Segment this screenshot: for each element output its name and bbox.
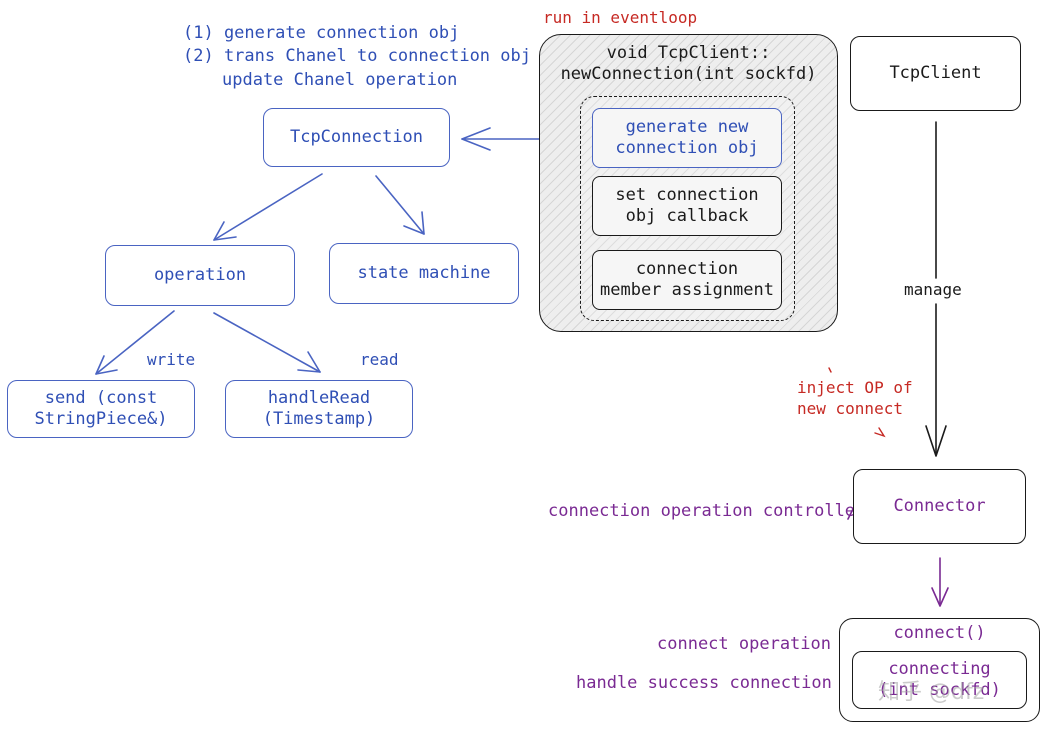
node-tcpclient: TcpClient [850, 36, 1021, 111]
label-controller: connection operation controller [548, 501, 866, 521]
arrow-operation-to-send [95, 310, 175, 375]
node-send: send (const StringPiece&) [7, 380, 195, 438]
node-operation: operation [105, 245, 295, 306]
label-connect-operation: connect operation [657, 634, 831, 654]
node-newconnection-title: void TcpClient:: newConnection(int sockf… [560, 42, 817, 84]
node-connect-title: connect() [893, 623, 986, 644]
note-step2b: update Chanel operation [222, 70, 458, 90]
node-member-assignment: connection member assignment [592, 250, 782, 310]
label-write: write [147, 350, 196, 369]
node-connector: Connector [853, 469, 1026, 544]
arrow-tcpconnection-to-operation [213, 173, 323, 241]
arrow-tcpconnection-to-state [375, 175, 425, 235]
note-run-in-eventloop: run in eventloop [543, 8, 698, 27]
label-read: read [360, 350, 399, 369]
label-handle-success: handle success connection [576, 673, 832, 693]
node-connecting: connecting (int sockfd) [852, 651, 1027, 709]
watermark-logo: 知乎 @dfz [878, 680, 985, 705]
note-step1: (1) generate connection obj [183, 23, 460, 43]
node-state-machine: state machine [329, 243, 519, 304]
arrow-operation-to-handleread [213, 312, 321, 373]
node-set-callback: set connection obj callback [592, 176, 782, 236]
node-tcpconnection: TcpConnection [263, 108, 450, 167]
note-step2: (2) trans Chanel to connection obj [183, 46, 531, 66]
label-inject: inject OP of new connect [797, 378, 913, 418]
label-manage: manage [902, 280, 964, 299]
node-generate-new: generate new connection obj [592, 108, 782, 168]
arrowhead-tcpconnection [461, 127, 491, 151]
node-handleread: handleRead (Timestamp) [225, 380, 413, 438]
